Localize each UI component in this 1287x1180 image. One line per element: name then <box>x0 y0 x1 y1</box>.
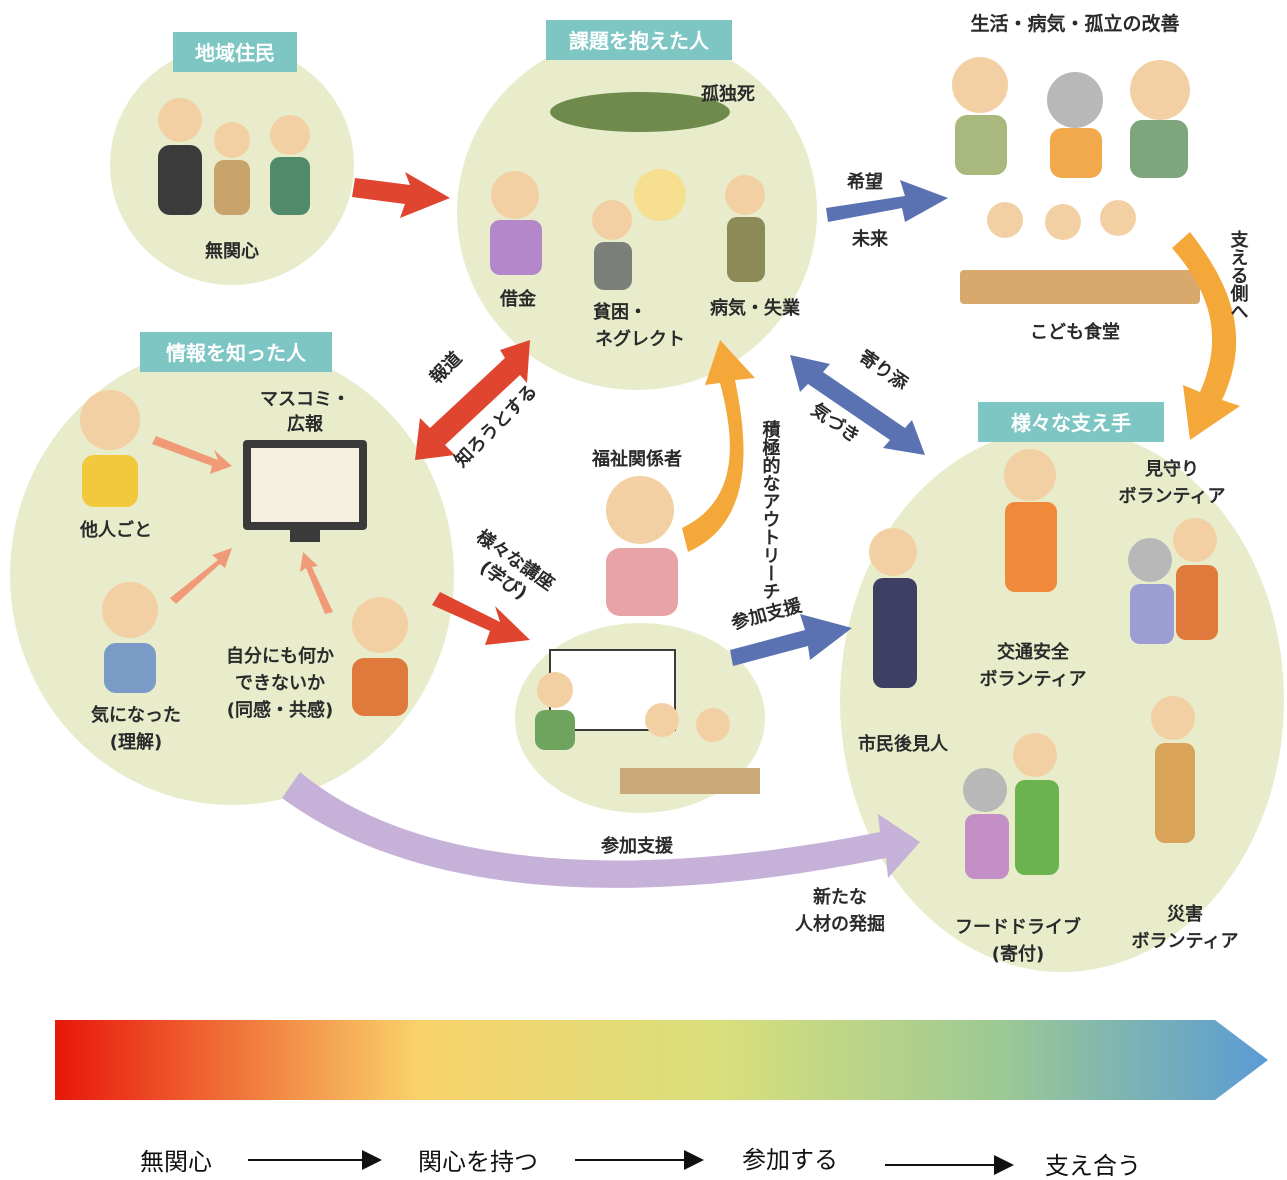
residents-caption: 無関心 <box>205 240 259 262</box>
progress-scale-bar <box>55 1020 1268 1100</box>
arrow-close-to <box>790 355 925 455</box>
stage-label-3: 参加する <box>742 1146 838 1174</box>
label-close-to: 寄り添 <box>855 346 913 396</box>
informed-bubble <box>10 345 454 805</box>
residents-header <box>173 32 297 72</box>
label-food-2: (寄付) <box>992 943 1044 965</box>
stage-label-4: 支え合う <box>1045 1152 1141 1180</box>
arrow-empathy-to-media <box>300 552 333 614</box>
informed-people-icon <box>80 390 408 716</box>
stage-label-2: 関心を持つ <box>418 1148 538 1176</box>
label-media-1: マスコミ・ <box>260 389 350 410</box>
label-to-support-side: 支える側へ <box>1228 229 1250 320</box>
informed-title: 情報を知った人 <box>166 341 307 365</box>
label-cafeteria: こども食堂 <box>1030 321 1120 343</box>
label-future: 未来 <box>852 229 889 250</box>
label-poverty-1: 貧困・ <box>593 301 647 323</box>
arrow-new-talent <box>282 772 920 888</box>
troubled-title: 課題を抱えた人 <box>569 29 710 53</box>
arrow-news-bidirectional <box>415 340 530 460</box>
arrow-outreach <box>682 340 755 552</box>
label-guardian: 市民後見人 <box>858 733 949 755</box>
arrow-hope <box>826 180 948 222</box>
label-traffic-2: ボランティア <box>980 669 1087 690</box>
label-disaster-1: 災害 <box>1167 903 1203 925</box>
label-media-2: 広報 <box>287 413 324 435</box>
label-traffic-1: 交通安全 <box>997 641 1070 663</box>
troubled-header <box>546 20 732 60</box>
label-watch-1: 見守り <box>1144 458 1199 480</box>
label-curious-1: 気になった <box>91 704 181 726</box>
label-outreach: 積極的なアウトリーチ <box>760 419 782 600</box>
label-kodokushi: 孤独死 <box>701 83 755 105</box>
label-curious-2: (理解) <box>110 731 162 753</box>
improvement-people-icon <box>952 57 1200 304</box>
welfare-worker-icon <box>606 476 678 616</box>
residents-people-icon <box>158 98 310 215</box>
label-disaster-2: ボランティア <box>1132 931 1239 952</box>
label-participation-1: 参加支援 <box>729 594 805 634</box>
lecture-people-icon <box>535 649 760 794</box>
welfare-label: 福祉関係者 <box>591 448 682 470</box>
label-empathy-2: できないか <box>235 673 325 694</box>
label-new-talent-1: 新たな <box>813 886 867 908</box>
informed-header <box>140 332 332 372</box>
supporters-title: 様々な支え手 <box>1011 411 1131 435</box>
improvement-title: 生活・病気・孤立の改善 <box>970 12 1179 35</box>
arrow-other-to-media <box>152 436 232 474</box>
supporters-people-icon <box>869 449 1218 879</box>
arrow-curious-to-media <box>170 548 232 604</box>
label-poverty-2: ネグレクト <box>595 328 685 350</box>
label-empathy-1: 自分にも何か <box>226 645 334 667</box>
supporters-bubble <box>840 428 1284 972</box>
label-news: 報道 <box>425 347 466 388</box>
stage-label-1: 無関心 <box>140 1148 212 1176</box>
label-illness: 病気・失業 <box>710 297 801 319</box>
troubled-people-icon <box>490 92 765 290</box>
supporters-header <box>978 402 1164 442</box>
label-new-talent-2: 人材の発掘 <box>795 913 885 935</box>
label-other: 他人ごと <box>79 519 152 541</box>
arrow-residents-to-troubled <box>352 172 450 218</box>
label-empathy-3: (同感・共感) <box>227 699 333 721</box>
arrow-to-support-side <box>1172 232 1240 440</box>
label-debt: 借金 <box>499 288 537 310</box>
arrow-lectures <box>432 592 530 645</box>
label-food-1: フードドライブ <box>955 916 1081 938</box>
label-hope: 希望 <box>847 171 883 193</box>
label-participation-2: 参加支援 <box>601 835 674 857</box>
arrow-participation-support <box>730 614 852 666</box>
troubled-bubble <box>457 34 817 390</box>
label-watch-2: ボランティア <box>1119 486 1226 507</box>
residents-title: 地域住民 <box>195 41 275 65</box>
